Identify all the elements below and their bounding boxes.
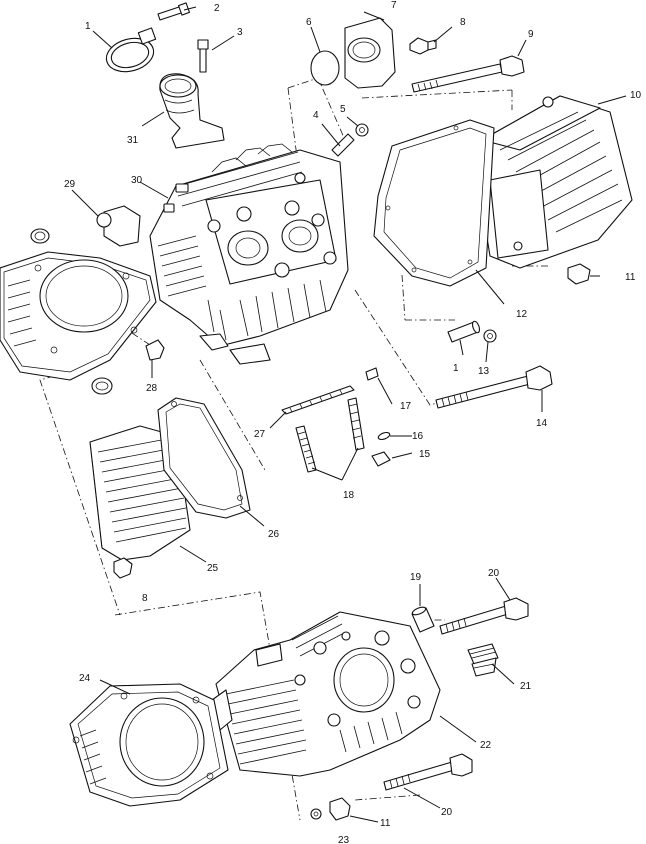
stud-part-28 xyxy=(145,339,165,361)
callout-18: 18 xyxy=(343,490,355,501)
callout-29: 29 xyxy=(64,179,76,190)
callout-28: 28 xyxy=(146,383,158,394)
dowel-part-4 xyxy=(331,133,355,157)
bolt-part-8-lower xyxy=(113,557,133,579)
callout-11-upper: 11 xyxy=(625,272,636,283)
callout-30: 30 xyxy=(131,175,143,186)
callout-13: 13 xyxy=(478,366,490,377)
intake-boot-part xyxy=(159,73,225,149)
callout-labels: 1 2 3 6 7 8 9 10 4 5 31 29 30 11 12 1 13… xyxy=(64,0,642,844)
callout-20-upper: 20 xyxy=(488,568,500,579)
dowel-part-1-right xyxy=(447,320,481,343)
callout-20-lower: 20 xyxy=(441,807,453,818)
callout-31: 31 xyxy=(127,135,139,146)
callout-19: 19 xyxy=(410,572,422,583)
nut-part-15 xyxy=(371,451,391,467)
nut-part-5 xyxy=(355,123,369,137)
callout-24: 24 xyxy=(79,673,91,684)
bolt-part-3 xyxy=(197,39,209,73)
o-ring-small-upper xyxy=(30,228,50,244)
callout-15: 15 xyxy=(419,449,431,460)
callout-7: 7 xyxy=(391,0,397,11)
rear-cylinder-head-part xyxy=(149,143,349,365)
long-bolt-part-20-upper xyxy=(439,597,529,635)
callout-14: 14 xyxy=(536,418,548,429)
leader-lines xyxy=(71,6,627,823)
stud-part-18a xyxy=(295,425,317,473)
callout-8-top: 8 xyxy=(460,17,466,28)
rear-cylinder-part xyxy=(0,205,157,381)
callout-21: 21 xyxy=(520,681,532,692)
callout-1-top: 1 xyxy=(85,21,91,32)
front-cylinder-part xyxy=(69,683,229,807)
washer-part-16 xyxy=(377,431,391,441)
callout-25: 25 xyxy=(207,563,219,574)
callout-6: 6 xyxy=(306,17,312,28)
spark-plug-part xyxy=(467,643,499,677)
callout-10: 10 xyxy=(630,90,642,101)
washer-part-23 xyxy=(310,808,322,820)
callout-9: 9 xyxy=(528,29,534,40)
pin-part-17 xyxy=(365,367,379,381)
callout-4: 4 xyxy=(313,110,319,121)
stud-part-18b xyxy=(347,397,365,451)
callout-11-lower: 11 xyxy=(380,818,391,829)
callout-16: 16 xyxy=(412,431,424,442)
o-ring-part xyxy=(310,50,340,86)
nut-part-11-lower xyxy=(329,797,351,821)
callout-2: 2 xyxy=(214,3,220,14)
nut-part-13 xyxy=(483,329,497,343)
valve-cover-part xyxy=(475,95,633,269)
callout-17: 17 xyxy=(400,401,412,412)
callout-1-right: 1 xyxy=(453,363,459,374)
screw-part-2 xyxy=(157,2,191,21)
side-cover-gasket-part xyxy=(157,397,251,519)
cover-gasket-part xyxy=(373,119,495,287)
callout-22: 22 xyxy=(480,740,492,751)
bolt-part-8 xyxy=(409,37,437,55)
clamp-part xyxy=(105,27,157,73)
long-bolt-part-9 xyxy=(411,55,525,93)
exhaust-flange-part xyxy=(344,17,396,89)
nut-part-11-upper xyxy=(567,263,591,285)
long-bolt-part-14 xyxy=(435,365,553,409)
dowel-part-19 xyxy=(411,606,435,633)
callout-5: 5 xyxy=(340,104,346,115)
callout-26: 26 xyxy=(268,529,280,540)
callout-27: 27 xyxy=(254,429,266,440)
callout-12: 12 xyxy=(516,309,528,320)
o-ring-small-lower xyxy=(91,377,113,395)
callout-23: 23 xyxy=(338,835,350,844)
callout-3: 3 xyxy=(237,27,243,38)
gasket-strip-part xyxy=(281,385,355,415)
long-bolt-part-20-lower xyxy=(383,753,473,791)
front-cylinder-head-part xyxy=(211,611,441,777)
callout-8-lower: 8 xyxy=(142,593,148,604)
